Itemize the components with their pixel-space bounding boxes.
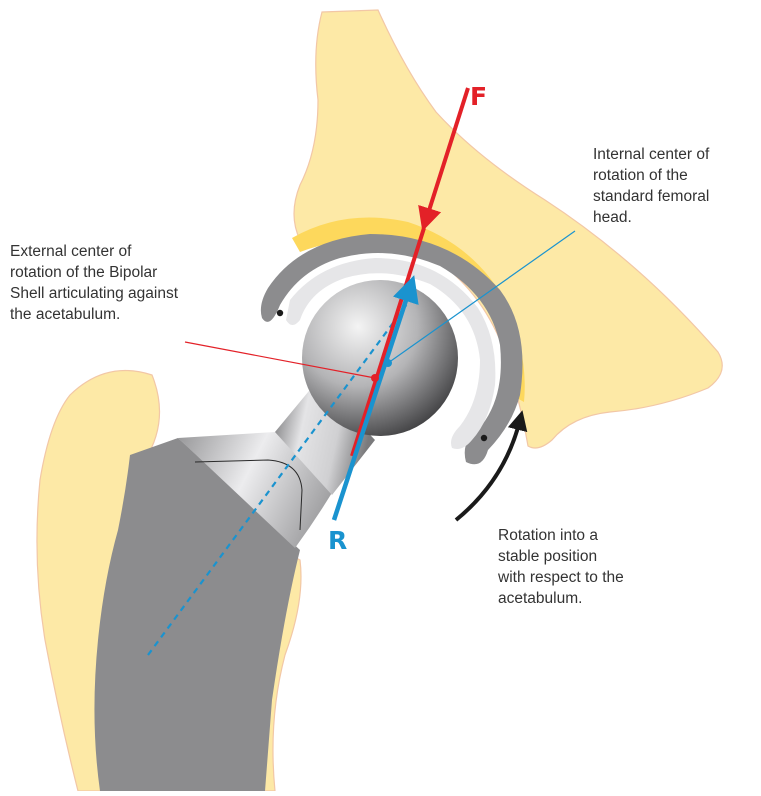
femoral-head [302, 280, 458, 436]
internal-center-point [384, 359, 392, 367]
rotation-line-4: acetabulum. [498, 588, 624, 609]
external-center-line-3: Shell articulating against [10, 283, 178, 304]
rotation-line-3: with respect to the [498, 567, 624, 588]
rotation-label: Rotation into a stable position with res… [498, 525, 624, 609]
shell-rim-dot-upper [277, 310, 283, 316]
force-f-letter: F [470, 84, 487, 109]
force-r-letter: R [328, 528, 347, 553]
internal-center-label: Internal center of rotation of the stand… [593, 144, 709, 228]
internal-center-line-2: rotation of the [593, 165, 709, 186]
external-center-line-1: External center of [10, 241, 178, 262]
rotation-line-2: stable position [498, 546, 624, 567]
rotation-line-1: Rotation into a [498, 525, 624, 546]
internal-center-line-4: head. [593, 207, 709, 228]
internal-center-line-1: Internal center of [593, 144, 709, 165]
internal-center-line-3: standard femoral [593, 186, 709, 207]
external-center-label: External center of rotation of the Bipol… [10, 241, 178, 325]
external-center-line-4: the acetabulum. [10, 304, 178, 325]
external-center-line-2: rotation of the Bipolar [10, 262, 178, 283]
external-center-point [371, 374, 379, 382]
shell-rim-dot-lower [481, 435, 487, 441]
